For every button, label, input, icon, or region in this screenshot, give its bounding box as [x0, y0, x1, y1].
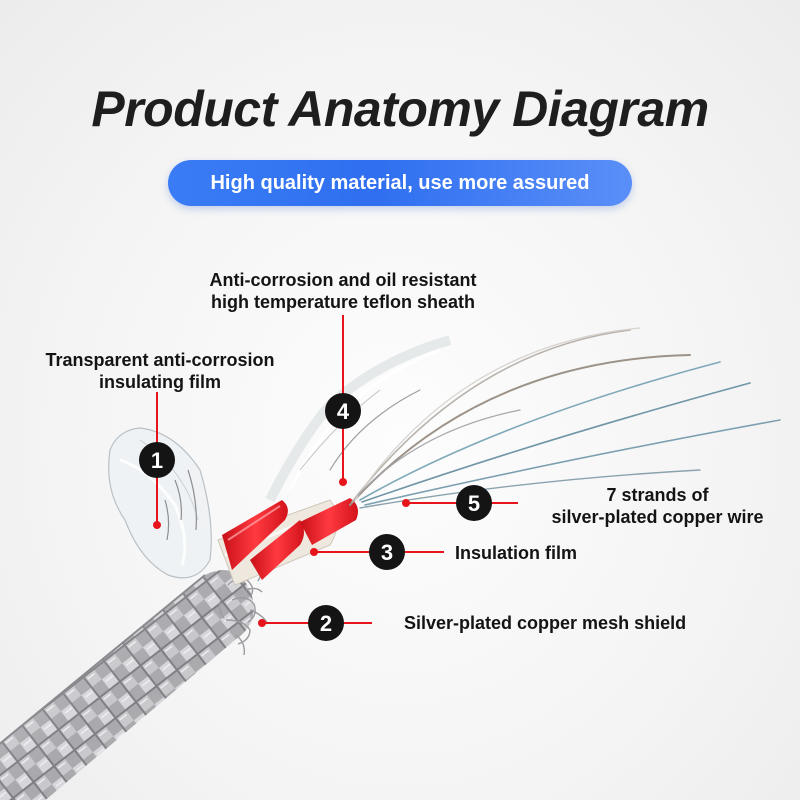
anchor-dot-3 — [310, 548, 318, 556]
badge-number-4: 4 — [337, 399, 350, 424]
badge-3: 3 — [369, 534, 405, 570]
transparent-film-flap — [108, 427, 212, 579]
callout-1-line-2: insulating film — [98, 372, 221, 392]
badge-5: 5 — [456, 485, 492, 521]
callout-4-line-2: high temperature teflon sheath — [210, 292, 476, 312]
callout-2-line-1: Silver-plated copper mesh shield — [404, 613, 687, 633]
badge-number-3: 3 — [381, 540, 393, 565]
anchor-dot-5 — [402, 499, 410, 507]
callout-label-5: 7 strands of silver-plated copper wire — [520, 484, 795, 528]
callout-5-line-1: 7 strands of — [606, 485, 709, 505]
page-title: Product Anatomy Diagram — [91, 81, 709, 137]
callout-4-line-1: Anti-corrosion and oil resistant — [209, 270, 477, 290]
callout-3-line-1: Insulation film — [455, 543, 578, 563]
callout-label-4: Anti-corrosion and oil resistant high te… — [163, 269, 523, 313]
callout-label-2: Silver-plated copper mesh shield — [404, 612, 686, 634]
badge-2: 2 — [308, 605, 344, 641]
copper-wire-strands — [329, 327, 781, 509]
teflon-sheath — [222, 498, 358, 580]
badge-number-5: 5 — [468, 491, 480, 516]
callout-label-3: Insulation film — [455, 542, 577, 564]
badge-number-1: 1 — [151, 448, 163, 473]
subtitle-banner: High quality material, use more assured — [168, 160, 632, 206]
callout-1-line-1: Transparent anti-corrosion — [45, 350, 275, 370]
callout-label-1: Transparent anti-corrosion insulating fi… — [10, 349, 310, 393]
callout-5-line-2: silver-plated copper wire — [551, 507, 764, 527]
braided-cable-body — [0, 570, 254, 800]
badge-4: 4 — [325, 393, 361, 429]
anchor-dot-1 — [153, 521, 161, 529]
anchor-dot-4 — [339, 478, 347, 486]
anchor-dots — [153, 478, 410, 627]
anchor-dot-2 — [258, 619, 266, 627]
badge-1: 1 — [139, 442, 175, 478]
badge-number-2: 2 — [320, 611, 332, 636]
